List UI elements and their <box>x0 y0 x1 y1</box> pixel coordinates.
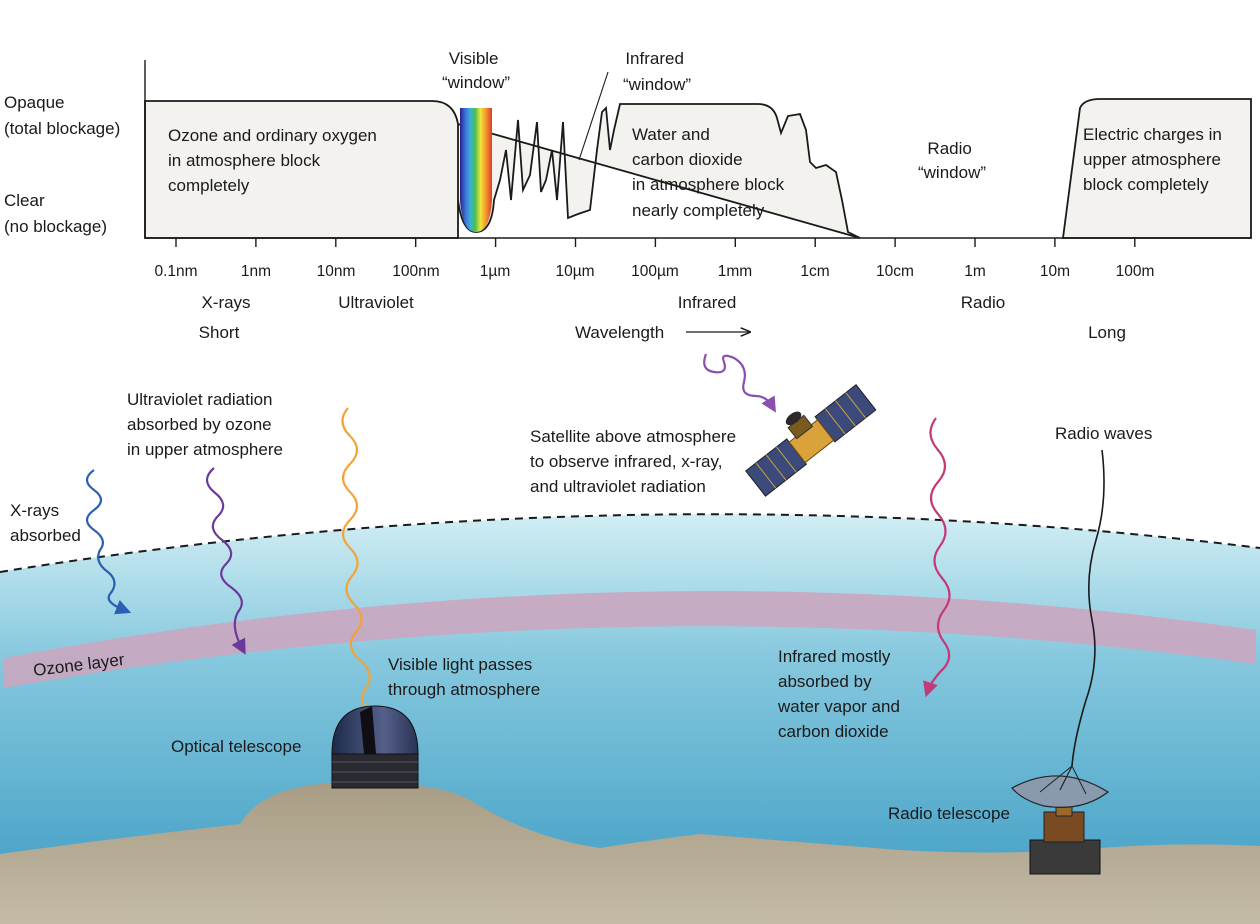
opacity-curve <box>144 98 1252 239</box>
band-label-infrared: Infrared <box>678 293 737 312</box>
tick-label: 1nm <box>241 263 271 280</box>
tick-label: 1µm <box>480 263 510 280</box>
tick-label: 1cm <box>800 263 829 280</box>
label-infrared-absorbed: Infrared mostly absorbed by water vapor … <box>777 647 905 741</box>
radio-telescope-icon <box>1011 765 1110 875</box>
axis-long-label: Long <box>1088 323 1126 342</box>
band-label-radio: Radio <box>961 293 1005 312</box>
axis-tick-marks <box>175 238 1136 247</box>
band-label-xrays: X-rays <box>201 293 250 312</box>
label-xrays-absorbed: X-rays absorbed <box>10 501 81 545</box>
tick-label: 10µm <box>555 263 594 280</box>
label-radio-telescope: Radio telescope <box>888 804 1010 823</box>
visible-spectrum-fill <box>460 108 492 232</box>
tick-label: 100m <box>1116 263 1155 280</box>
ozone-layer-band <box>4 591 1256 688</box>
axis-tick-labels: 0.1nm 1nm 10nm 100nm 1µm 10µm 100µm 1mm … <box>154 263 1154 280</box>
tick-label: 100nm <box>392 263 439 280</box>
label-uv-absorbed: Ultraviolet radiation absorbed by ozone … <box>127 390 283 459</box>
uv-wave <box>205 467 246 655</box>
radio-wave-line <box>1071 449 1105 767</box>
infrared-wave <box>923 417 951 698</box>
region-water-label: Water and carbon dioxide in atmosphere b… <box>632 125 789 220</box>
region-radio-window-label: Radio “window” <box>918 139 986 182</box>
axis-short-label: Short <box>199 323 240 342</box>
tick-label: 10cm <box>876 263 914 280</box>
atmosphere-scene <box>0 513 1260 924</box>
label-visible-light: Visible light passes through atmosphere <box>388 655 540 699</box>
tick-label: 0.1nm <box>154 263 197 280</box>
optical-telescope-icon <box>331 705 419 789</box>
y-level-opaque: Opaque (total blockage) <box>4 93 120 138</box>
region-ozone-label: Ozone and ordinary oxygen in atmosphere … <box>168 126 382 195</box>
label-optical-telescope: Optical telescope <box>171 737 301 756</box>
atmosphere-boundary <box>0 513 1260 573</box>
y-level-clear: Clear (no blockage) <box>4 191 107 236</box>
infrared-window-pointer <box>578 71 609 161</box>
callout-infrared-window: Infrared “window” <box>623 49 691 94</box>
opacity-chart <box>144 60 1252 239</box>
callout-visible-window: Visible “window” <box>442 49 510 92</box>
tick-label: 1mm <box>718 263 752 280</box>
axis-wavelength-label: Wavelength <box>575 323 664 342</box>
label-satellite: Satellite above atmosphere to observe in… <box>530 427 741 496</box>
tick-label: 100µm <box>631 263 679 280</box>
xray-wave <box>85 469 132 615</box>
ground <box>0 782 1260 924</box>
tick-label: 1m <box>964 263 986 280</box>
label-radio-waves: Radio waves <box>1055 424 1152 443</box>
region-electric-label: Electric charges in upper atmosphere blo… <box>1083 125 1227 194</box>
tick-label: 10nm <box>317 263 356 280</box>
visible-wave <box>341 407 373 717</box>
tick-label: 10m <box>1040 263 1070 280</box>
satellite-icon <box>745 384 877 497</box>
satellite-infrared-wave <box>703 353 776 413</box>
band-label-ultraviolet: Ultraviolet <box>338 293 414 312</box>
